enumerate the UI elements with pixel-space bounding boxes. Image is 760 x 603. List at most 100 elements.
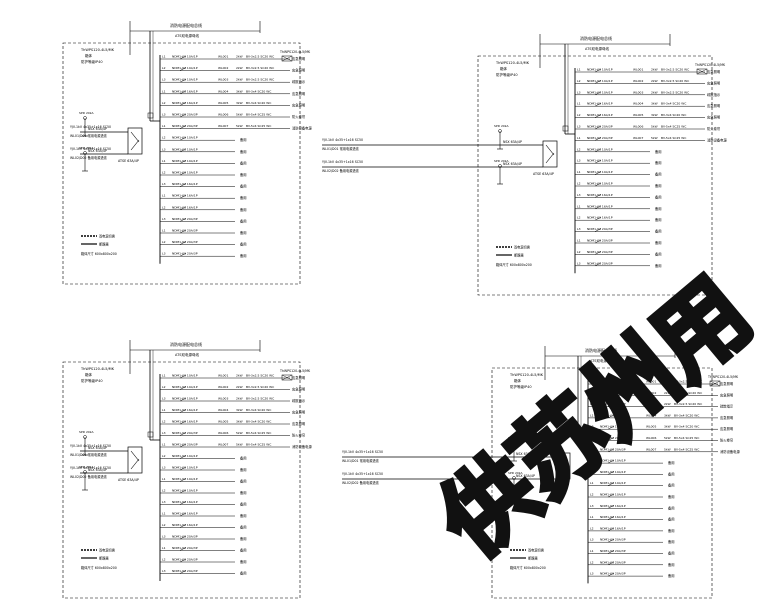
row-breaker: NDM1-63 20A/3P bbox=[587, 227, 613, 231]
row-cable: BV-3x4 SC20 WC bbox=[674, 413, 699, 417]
row-breaker: NDM1-63 16A/1P bbox=[600, 515, 626, 519]
incoming-cable-2: YJV-1kV 4x35+1x16 SC50 bbox=[70, 147, 111, 151]
incoming-cable-2: YJV-1kV 4x35+1x16 SC50 bbox=[342, 472, 383, 476]
incoming-breaker-1: NSX 63A/4P bbox=[516, 452, 535, 456]
row-breaker: NDM1-63 20A/3P bbox=[600, 436, 626, 440]
row-phase: L3 bbox=[162, 252, 166, 256]
ats-label: ATSE 63A/4P bbox=[118, 478, 139, 482]
row-breaker: NDM1-63 16A/1P bbox=[172, 408, 198, 412]
row-load: 备用 bbox=[655, 183, 662, 188]
row-phase: L1 bbox=[590, 413, 594, 417]
ats-label: ATSE 63A/4P bbox=[546, 484, 567, 488]
row-power: 5kW bbox=[236, 124, 243, 128]
row-load: 备用 bbox=[240, 207, 247, 212]
row-power: 2kW bbox=[651, 79, 658, 83]
incoming-breaker-1: NSX 63A/4P bbox=[88, 446, 107, 450]
row-phase: L2 bbox=[577, 113, 581, 117]
row-circuit: WL003 bbox=[218, 78, 228, 82]
row-phase: L2 bbox=[577, 182, 581, 186]
row-phase: L3 bbox=[577, 227, 581, 231]
row-load: 防火卷帘 bbox=[292, 433, 306, 438]
row-load: 备用 bbox=[240, 490, 247, 495]
row-phase: L1 bbox=[162, 374, 166, 378]
spd-node bbox=[512, 476, 516, 480]
row-phase: L3 bbox=[162, 397, 166, 401]
row-load: 备用 bbox=[240, 536, 247, 541]
row-breaker: NDM1-63 20A/3P bbox=[587, 136, 613, 140]
incoming-breaker-2: NSX 63A/4P bbox=[516, 474, 535, 478]
spd-label-2: SPD 20kA bbox=[79, 465, 95, 469]
row-cable: BV-3x2.5 SC20 WC bbox=[246, 374, 274, 378]
row-cable: BV-3x2.5 SC20 WC bbox=[661, 68, 689, 72]
row-load: 备用 bbox=[668, 551, 675, 556]
row-breaker: NDM1-63 16A/1P bbox=[587, 193, 613, 197]
row-load: 应急照明 bbox=[292, 56, 306, 61]
row-phase: L2 bbox=[590, 425, 594, 429]
row-power: 2kW bbox=[236, 55, 243, 59]
spd-node bbox=[512, 441, 516, 445]
row-load: 备用 bbox=[655, 206, 662, 211]
row-circuit: WL005 bbox=[646, 425, 656, 429]
row-phase: L3 bbox=[162, 78, 166, 82]
lamp-label: ThWPS120-4L5/MK bbox=[279, 369, 311, 373]
row-breaker: NDM1-63 20A/3P bbox=[172, 124, 198, 128]
row-load: 应急照明 bbox=[707, 103, 721, 108]
row-phase: L1 bbox=[577, 68, 581, 72]
row-power: 2kW bbox=[236, 78, 243, 82]
row-load: 防火卷帘 bbox=[707, 126, 721, 131]
row-phase: L1 bbox=[162, 159, 166, 163]
row-circuit: WL002 bbox=[218, 66, 228, 70]
spd-label-1: SPD 20kA bbox=[494, 124, 510, 128]
enclosure bbox=[62, 42, 301, 285]
row-load: 备用 bbox=[240, 195, 247, 200]
incoming-desc-2: WL02/D02 备用电源进线 bbox=[70, 474, 108, 479]
box-label: ThWPS120-4L5/MK bbox=[80, 48, 115, 52]
row-phase: L3 bbox=[590, 436, 594, 440]
row-phase: L2 bbox=[590, 493, 594, 497]
row-load: 备用 bbox=[240, 218, 247, 223]
row-phase: L2 bbox=[162, 101, 166, 105]
row-phase: L2 bbox=[162, 66, 166, 70]
row-cable: BV-5x4 SC25 WC bbox=[661, 136, 686, 140]
enclosure bbox=[491, 367, 713, 599]
row-circuit: WL004 bbox=[646, 413, 656, 417]
row-phase: L1 bbox=[162, 194, 166, 198]
row-breaker: NDM1-63 10A/1P bbox=[172, 147, 198, 151]
row-load: 防火卷帘 bbox=[720, 438, 734, 443]
row-breaker: NDM1-63 16A/1P bbox=[587, 216, 613, 220]
row-load: 备用 bbox=[240, 242, 247, 247]
incoming-desc-2: WL02/D02 备用电源进线 bbox=[322, 168, 360, 173]
bus-subtitle: ATS双电源母线 bbox=[590, 358, 614, 363]
row-breaker: NDM1-63 20A/3P bbox=[600, 538, 626, 542]
enclosure bbox=[477, 55, 713, 296]
lamp-label: ThWPS120-4L5/MK bbox=[707, 375, 739, 379]
row-load: 备用 bbox=[240, 456, 247, 461]
row-phase: L1 bbox=[577, 136, 581, 140]
row-power: 2kW bbox=[236, 374, 243, 378]
lamp-icon bbox=[696, 68, 708, 75]
row-phase: L1 bbox=[162, 229, 166, 233]
row-load: 备用 bbox=[655, 172, 662, 177]
row-circuit: WL006 bbox=[218, 431, 228, 435]
row-breaker: NDM1-63 20A/3P bbox=[172, 558, 198, 562]
row-power: 2kW bbox=[236, 397, 243, 401]
row-load: 备用 bbox=[668, 517, 675, 522]
row-breaker: NDM1-63 10A/1P bbox=[587, 147, 613, 151]
row-circuit: WL006 bbox=[218, 113, 228, 117]
row-phase: L2 bbox=[162, 171, 166, 175]
row-phase: L1 bbox=[590, 447, 594, 451]
